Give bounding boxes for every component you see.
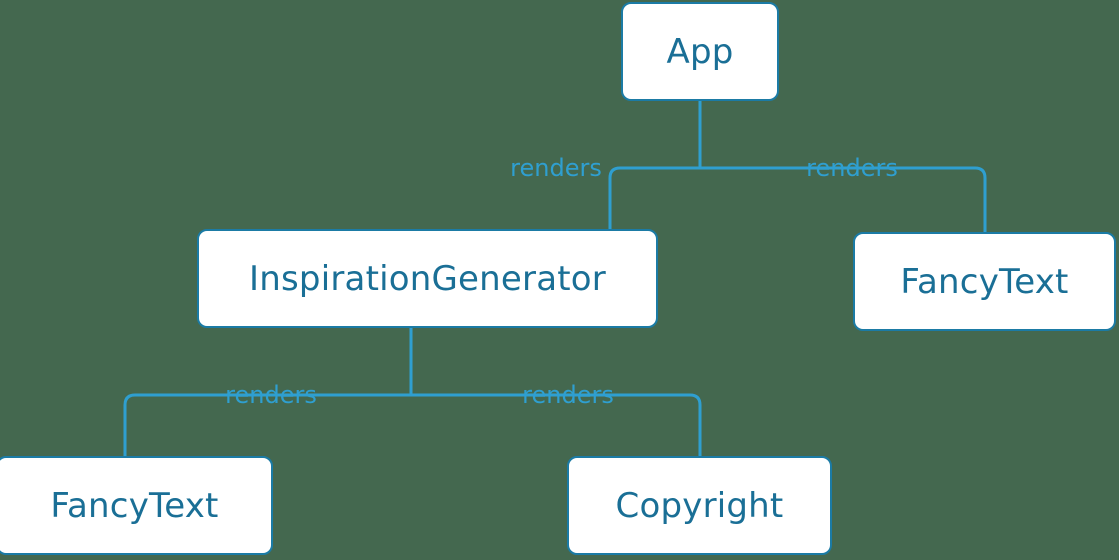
node-fancy-text-right-label: FancyText bbox=[900, 261, 1069, 302]
node-copyright-label: Copyright bbox=[615, 485, 784, 526]
edge-label-text: renders bbox=[510, 154, 602, 182]
node-fancy-text-right[interactable]: FancyText bbox=[853, 232, 1116, 331]
node-fancy-text-left-label: FancyText bbox=[50, 485, 219, 526]
edge-label-text: renders bbox=[522, 381, 614, 409]
node-copyright[interactable]: Copyright bbox=[567, 456, 832, 555]
edge-label-app-inspirationgenerator: renders bbox=[510, 154, 602, 182]
node-app-label: App bbox=[666, 31, 734, 72]
node-app[interactable]: App bbox=[621, 2, 779, 101]
edge-app-to-inspirationgenerator bbox=[608, 166, 700, 229]
edge-label-inspirationgenerator-copyright: renders bbox=[522, 381, 614, 409]
node-fancy-text-left[interactable]: FancyText bbox=[0, 456, 273, 555]
edge-label-app-fancytext-right: renders bbox=[806, 154, 898, 182]
edge-label-inspirationgenerator-fancytext-left: renders bbox=[225, 381, 317, 409]
edge-label-text: renders bbox=[806, 154, 898, 182]
edge-label-text: renders bbox=[225, 381, 317, 409]
node-inspiration-generator[interactable]: InspirationGenerator bbox=[197, 229, 658, 328]
node-inspiration-generator-label: InspirationGenerator bbox=[249, 258, 606, 299]
